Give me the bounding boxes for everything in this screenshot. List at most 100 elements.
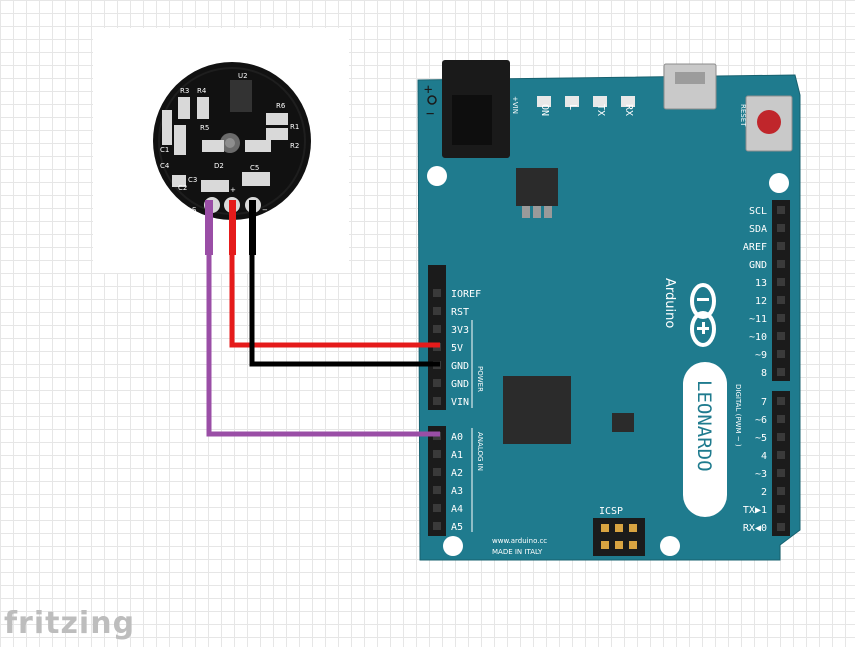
header-pin[interactable] <box>777 224 785 232</box>
sensor-component-label: C1 <box>160 146 169 154</box>
sensor-component-label: + <box>230 186 236 194</box>
header-pin[interactable] <box>433 504 441 512</box>
mounting-hole <box>769 173 789 193</box>
wire-signal[interactable] <box>206 200 440 437</box>
sensor-component-label: R4 <box>197 87 207 95</box>
pin-label: 12 <box>755 296 767 307</box>
sensor-component-label: U2 <box>238 72 248 80</box>
header-pin[interactable] <box>777 332 785 340</box>
sensor-led-core <box>225 138 235 148</box>
header-pin[interactable] <box>777 278 785 286</box>
header-pin[interactable] <box>433 468 441 476</box>
pin-label: GND <box>451 361 469 372</box>
header-pin[interactable] <box>433 379 441 387</box>
pin-label: ~6 <box>755 415 767 426</box>
regulator-lead <box>522 206 530 218</box>
wire-signal-lead <box>205 200 213 255</box>
header-pin[interactable] <box>777 397 785 405</box>
icsp-pins <box>601 524 637 549</box>
arduino-leonardo-board[interactable]: +VIN + − ON L TX RX RESET <box>417 60 801 561</box>
pin-label: 2 <box>761 487 767 498</box>
pin-label: RST <box>451 307 469 318</box>
pin-label: ~9 <box>755 350 767 361</box>
sensor-component-label: D2 <box>214 162 224 170</box>
vin-label: +VIN <box>511 96 519 114</box>
pin-label: GND <box>749 260 767 271</box>
pin-label: 8 <box>761 368 767 379</box>
sensor-component-label: R2 <box>290 142 299 150</box>
power-header <box>428 265 446 410</box>
header-pin[interactable] <box>433 522 441 530</box>
header-pin[interactable] <box>777 368 785 376</box>
analog-header <box>428 426 446 536</box>
led-label: TX <box>595 104 606 116</box>
reset-label: RESET <box>739 104 747 127</box>
pin-label: ~11 <box>749 314 767 325</box>
sensor-component-label: R5 <box>200 124 209 132</box>
led-on <box>537 96 551 107</box>
polarity-plus-icon: + <box>424 82 432 98</box>
pin-label: VIN <box>451 397 469 408</box>
bottom-right-header <box>772 391 790 536</box>
pin-label: 13 <box>755 278 767 289</box>
sensor-component-label: C3 <box>188 176 197 184</box>
header-pin[interactable] <box>433 307 441 315</box>
pin-label: A5 <box>451 522 463 533</box>
header-pin[interactable] <box>777 505 785 513</box>
header-pin[interactable] <box>777 314 785 322</box>
digital-header-title: DIGITAL (PWM ~ ) <box>734 384 742 447</box>
header-pin[interactable] <box>433 289 441 297</box>
voltage-regulator <box>516 168 558 206</box>
reset-button[interactable] <box>757 110 781 134</box>
header-pin[interactable] <box>777 350 785 358</box>
small-chip <box>612 413 634 432</box>
header-pin[interactable] <box>777 433 785 441</box>
pin-label: IOREF <box>451 289 481 300</box>
header-pin[interactable] <box>777 487 785 495</box>
icsp-label: ICSP <box>599 506 623 517</box>
brand-label: Arduino <box>662 278 677 328</box>
header-pin[interactable] <box>777 260 785 268</box>
model-badge <box>683 362 727 517</box>
header-pin[interactable] <box>433 486 441 494</box>
fritzing-logo: fritzing <box>4 606 136 641</box>
header-pin[interactable] <box>777 242 785 250</box>
header-pin[interactable] <box>777 206 785 214</box>
sensor-component-label: − <box>262 206 268 214</box>
header-pin[interactable] <box>433 397 441 405</box>
led-label: RX <box>623 104 634 116</box>
header-pin[interactable] <box>777 296 785 304</box>
pin-label: RX◀0 <box>743 523 767 534</box>
header-pin[interactable] <box>777 469 785 477</box>
polarity-symbol-icon <box>427 95 437 105</box>
polarity-minus-icon: − <box>426 106 434 122</box>
wires <box>205 200 440 437</box>
sensor-components <box>162 80 288 192</box>
header-pin[interactable] <box>777 415 785 423</box>
wire-5v-lead <box>229 200 236 255</box>
regulator-lead <box>544 206 552 218</box>
usb-port <box>675 72 705 84</box>
wire-gnd-lead <box>249 200 256 255</box>
pin-label: SDA <box>749 224 767 235</box>
made-in-label: MADE IN ITALY <box>492 548 543 556</box>
sensor-component-label: C2 <box>178 184 187 192</box>
usb-connector <box>663 63 717 110</box>
sensor-component-label: S <box>192 206 197 214</box>
led-rx <box>621 96 635 107</box>
mounting-hole <box>660 536 680 556</box>
header-pin[interactable] <box>433 450 441 458</box>
led-l <box>565 96 579 107</box>
header-pin[interactable] <box>777 523 785 531</box>
pin-label: 4 <box>761 451 767 462</box>
analog-header-title: ANALOG IN <box>476 432 484 471</box>
header-pin[interactable] <box>433 325 441 333</box>
header-pin[interactable] <box>777 451 785 459</box>
pin-label: 5V <box>451 343 463 354</box>
pin-label: A3 <box>451 486 463 497</box>
